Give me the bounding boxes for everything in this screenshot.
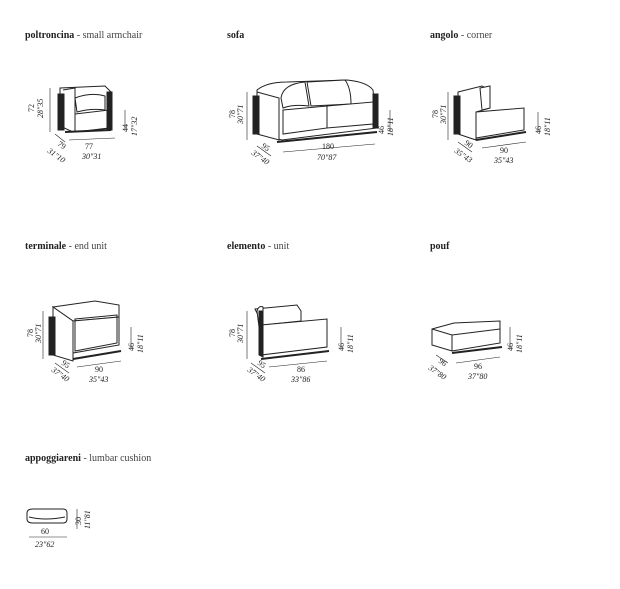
seat-cm-label: 46 bbox=[506, 343, 515, 351]
width-in-label: 35"43 bbox=[88, 375, 108, 384]
depth-cm-label: 95 bbox=[60, 358, 72, 370]
product-name-it: elemento bbox=[227, 241, 266, 252]
product-separator: - bbox=[76, 30, 81, 41]
depth-cm-label: 90 bbox=[463, 138, 475, 150]
width-cm-label: 180 bbox=[322, 142, 334, 151]
width-cm-label: 90 bbox=[500, 146, 508, 155]
height-cm-label: 78 bbox=[431, 110, 440, 118]
product-title: terminale - end unit bbox=[25, 241, 107, 252]
product-poltroncina: poltroncina - small armchair 72 28"35 44… bbox=[25, 30, 215, 220]
product-title: poltroncina - small armchair bbox=[25, 30, 142, 41]
height-cm-label: 72 bbox=[27, 104, 36, 112]
product-name-it: poltroncina bbox=[25, 30, 75, 41]
product-name-it: terminale bbox=[25, 241, 67, 252]
unit-drawing: 78 30"71 46 18"11 86 33"86 95 37"40 bbox=[228, 304, 355, 384]
product-name-en: end unit bbox=[74, 241, 107, 252]
depth-cm-label: 96 bbox=[437, 356, 449, 368]
seat-in-label: 18"11 bbox=[346, 334, 355, 353]
height-in-label: 28"35 bbox=[36, 99, 45, 118]
width-in-label: 33"86 bbox=[290, 375, 310, 384]
width-cm-label: 77 bbox=[85, 142, 93, 151]
seat-in-label: 18"11 bbox=[543, 117, 552, 136]
seat-in-label: 18"11 bbox=[386, 117, 395, 136]
width-in-label: 37"80 bbox=[467, 372, 487, 381]
product-name-it: sofa bbox=[227, 30, 245, 41]
depth-cm-label: 95 bbox=[256, 358, 268, 370]
width-in-label: 35"43 bbox=[493, 156, 513, 165]
product-name-it: pouf bbox=[430, 241, 450, 252]
seat-in-label: 18"11 bbox=[515, 334, 524, 353]
depth-in-label: 35"43 bbox=[452, 146, 474, 165]
height-in-label: 30"71 bbox=[439, 105, 448, 125]
seat-cm-label: 46 bbox=[127, 343, 136, 351]
end-unit-drawing: 78 30"71 46 18"11 90 35"43 95 37"40 bbox=[26, 300, 145, 384]
corner-drawing: 78 30"71 46 18"11 90 35"43 90 35"43 bbox=[431, 85, 552, 165]
seat-cm-label: 44 bbox=[121, 124, 130, 132]
product-title: angolo - corner bbox=[430, 30, 492, 41]
cushion-drawing: 30 11"81 60 23"62 bbox=[26, 508, 92, 549]
height-cm-label: 78 bbox=[228, 110, 237, 118]
seat-cm-label: 46 bbox=[337, 343, 346, 351]
depth-cm-label: 95 bbox=[260, 141, 272, 153]
height-in-label: 30"71 bbox=[34, 324, 43, 344]
width-cm-label: 60 bbox=[41, 527, 49, 536]
armchair-drawing: 72 28"35 44 17"32 77 30"31 79 31"10 bbox=[27, 85, 139, 165]
product-title: elemento - unit bbox=[227, 241, 289, 252]
height-in-label: 11"81 bbox=[83, 510, 92, 529]
depth-cm-label: 79 bbox=[56, 139, 68, 151]
seat-in-label: 18"11 bbox=[136, 334, 145, 353]
product-separator: - bbox=[68, 241, 72, 252]
height-in-label: 30"71 bbox=[236, 105, 245, 125]
product-name-it: angolo bbox=[430, 30, 459, 41]
product-name-en: small armchair bbox=[82, 30, 143, 41]
product-separator: - bbox=[460, 30, 465, 41]
sofa-drawing: 78 30"71 46 18"11 180 70"87 95 37"40 bbox=[228, 79, 395, 167]
seat-cm-label: 46 bbox=[534, 126, 543, 134]
product-title: pouf bbox=[430, 241, 449, 252]
height-cm-label: 30 bbox=[74, 517, 83, 525]
height-in-label: 30"71 bbox=[236, 324, 245, 344]
product-name-en: unit bbox=[273, 241, 290, 252]
product-separator: - bbox=[267, 241, 272, 252]
product-name-en: lumbar cushion bbox=[89, 453, 152, 464]
product-sofa: sofa 78 30"71 46 18"11 180 70"87 95 37"4… bbox=[227, 30, 417, 220]
product-separator: - bbox=[83, 453, 87, 464]
width-cm-label: 86 bbox=[297, 365, 305, 374]
width-in-label: 70"87 bbox=[317, 153, 337, 162]
product-title: appoggiareni - lumbar cushion bbox=[25, 453, 151, 464]
width-in-label: 23"62 bbox=[35, 540, 54, 549]
product-appoggiareni: appoggiareni - lumbar cushion 30 11"81 6… bbox=[25, 453, 215, 573]
width-in-label: 30"31 bbox=[81, 152, 101, 161]
height-cm-label: 78 bbox=[26, 329, 35, 337]
seat-cm-label: 46 bbox=[377, 126, 386, 134]
product-name-it: appoggiareni bbox=[25, 453, 81, 464]
product-angolo: angolo - corner 78 30"71 46 18"11 90 35"… bbox=[430, 30, 620, 220]
product-title: sofa bbox=[227, 30, 244, 41]
product-elemento: elemento - unit 78 30"71 46 18"11 86 33"… bbox=[227, 241, 417, 431]
width-cm-label: 96 bbox=[474, 362, 482, 371]
pouf-drawing: 46 18"11 96 37"80 96 37"80 bbox=[426, 320, 524, 382]
width-cm-label: 90 bbox=[95, 365, 103, 374]
product-terminale: terminale - end unit 78 30"71 46 18"11 9… bbox=[25, 241, 215, 431]
product-name-en: corner bbox=[466, 30, 493, 41]
product-pouf: pouf 46 18"11 96 37"80 96 37"80 bbox=[426, 241, 620, 431]
height-cm-label: 78 bbox=[228, 329, 237, 337]
seat-in-label: 17"32 bbox=[130, 117, 139, 136]
